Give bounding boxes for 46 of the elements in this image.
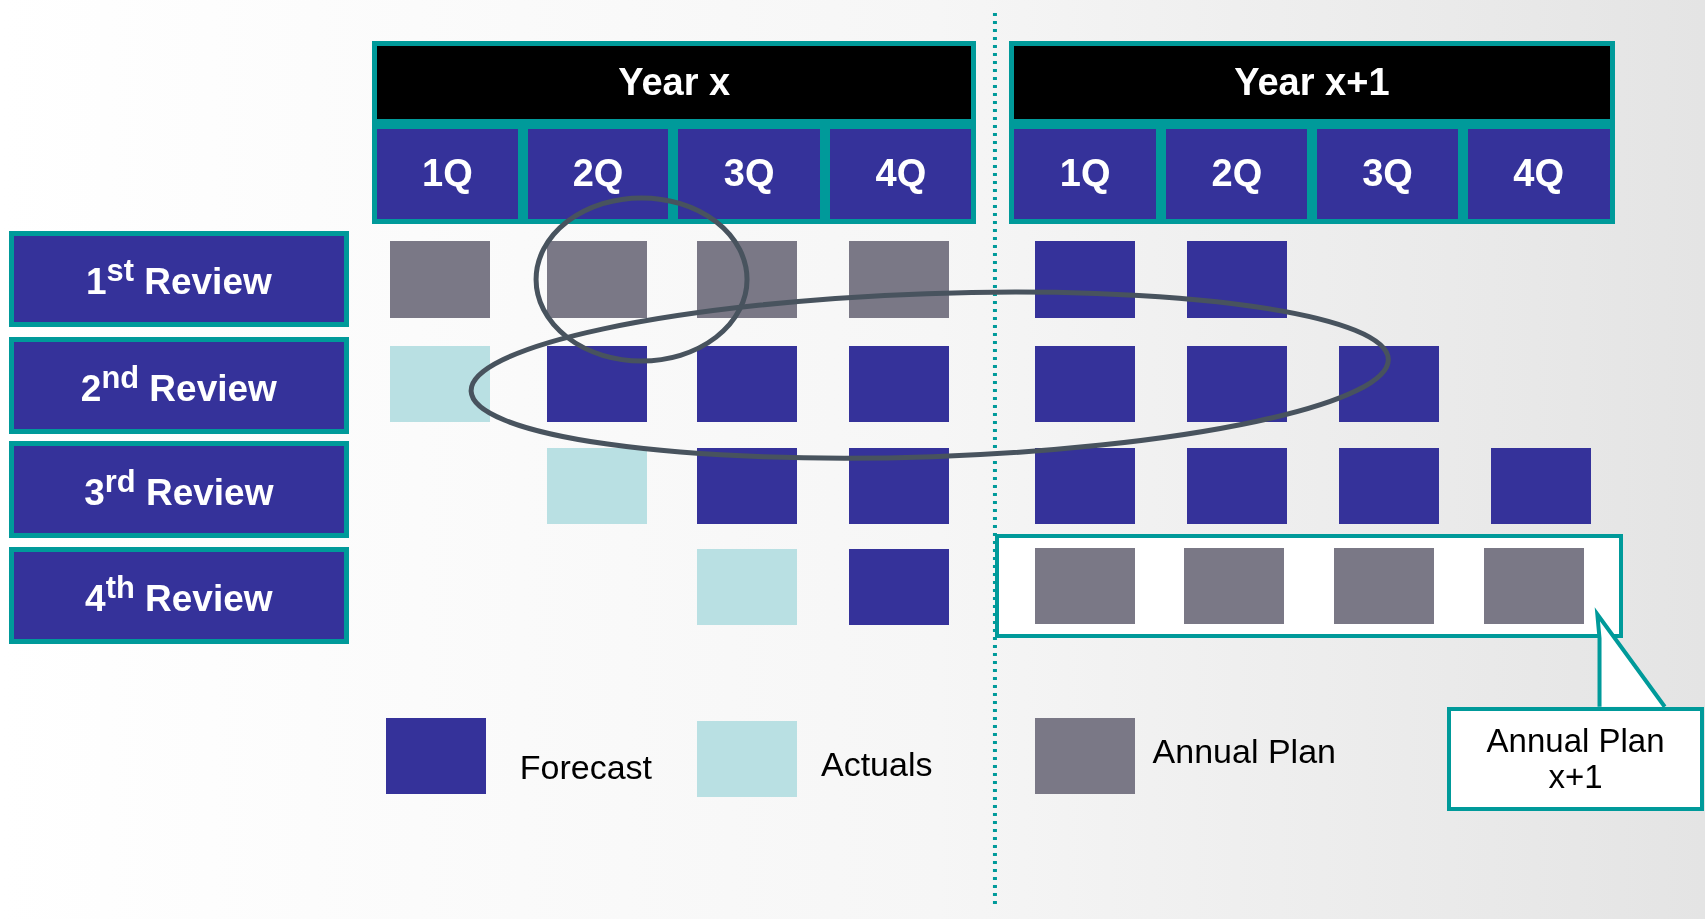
review-text: 1$^{st}$ Review xyxy=(85,254,272,304)
quarter-text: 4Q xyxy=(875,153,927,195)
quarter-text: 3Q xyxy=(723,153,775,195)
legend-label: Forecast xyxy=(519,749,652,784)
annual-plan-square xyxy=(1034,548,1135,625)
actuals-square xyxy=(390,345,491,422)
forecast-square xyxy=(1035,241,1136,318)
highlight-ellipse xyxy=(468,289,1391,461)
highlight-frame xyxy=(994,533,1624,639)
annual-plan-square xyxy=(390,241,491,318)
year-text: Year x+1 xyxy=(1234,61,1390,104)
forecast-square xyxy=(1338,448,1439,525)
forecast-square xyxy=(1187,241,1288,318)
highlight-ellipse xyxy=(533,195,750,364)
legend-label: Annual Plan xyxy=(1152,733,1336,768)
review-label xyxy=(8,441,350,539)
quarter-text: 4Q xyxy=(1513,153,1564,195)
legend-label: Actuals xyxy=(820,746,933,781)
forecast-square xyxy=(1338,345,1439,422)
actuals-square xyxy=(697,549,798,626)
annual-plan-square xyxy=(1333,548,1434,625)
forecast-square xyxy=(849,549,950,626)
quarter-text: 1Q xyxy=(1059,153,1111,195)
callout-text: Annual Plan x+1 xyxy=(1485,722,1666,796)
forecast-square xyxy=(849,448,950,525)
year-header xyxy=(371,41,977,124)
forecast-square xyxy=(1187,448,1288,525)
annual-plan-square xyxy=(1483,548,1584,625)
review-text: 4$^{th}$ Review xyxy=(85,570,273,620)
year-text: Year x xyxy=(618,61,731,104)
review-label xyxy=(8,230,350,328)
annual-plan-square xyxy=(1184,548,1285,625)
quarter-text: 2Q xyxy=(1211,153,1263,195)
annual-plan-square xyxy=(849,241,950,318)
quarter-text: 3Q xyxy=(1362,153,1413,195)
review-label xyxy=(8,546,350,644)
forecast-square xyxy=(697,448,798,525)
forecast-square xyxy=(1490,448,1591,525)
review-label xyxy=(8,337,350,434)
review-text: 2$^{nd}$ Review xyxy=(80,360,277,410)
review-text: 3$^{rd}$ Review xyxy=(84,465,274,515)
quarter-text: 2Q xyxy=(572,153,624,195)
forecast-square xyxy=(1035,448,1136,525)
quarter-text: 1Q xyxy=(422,153,473,195)
year-header xyxy=(1009,41,1615,124)
actuals-square xyxy=(546,448,647,525)
